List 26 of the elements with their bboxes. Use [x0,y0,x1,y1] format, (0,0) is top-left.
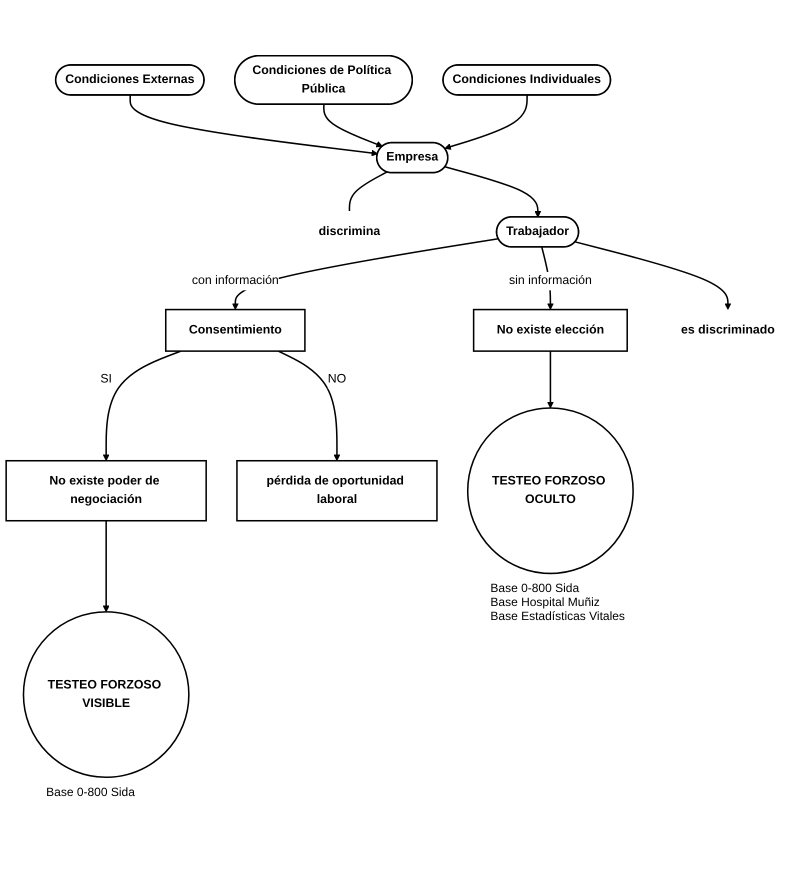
node-text: es discriminado [681,323,775,336]
edge-label: con información [192,274,279,288]
node-box: No existe poder de negociación [5,460,207,522]
arrow [575,241,732,310]
source-note: Base Hospital Muñiz [490,595,601,610]
node-box: pérdida de oportunidad laboral [236,460,438,522]
node-circle: TESTEO FORZOSO VISIBLE [22,611,190,778]
edge-label: sin información [509,274,592,288]
edge-label: SI [100,372,112,386]
arrow [445,166,542,218]
source-note: Base Estadísticas Vitales [490,609,625,624]
source-note: Base 0-800 Sida [490,581,580,596]
node-box: No existe elección [472,308,628,352]
node-box: Consentimiento [164,308,306,352]
arrow [102,350,182,462]
connector [348,171,388,212]
arrow [323,104,383,148]
arrow [444,95,528,150]
edge-label: NO [328,372,346,386]
arrow [278,350,340,462]
arrow [547,351,554,408]
node-circle: TESTEO FORZOSO OCULTO [466,407,634,574]
arrow [129,95,378,156]
node-text: discrimina [318,224,380,238]
source-note: Base 0-800 Sida [46,785,135,800]
arrow [102,520,110,612]
